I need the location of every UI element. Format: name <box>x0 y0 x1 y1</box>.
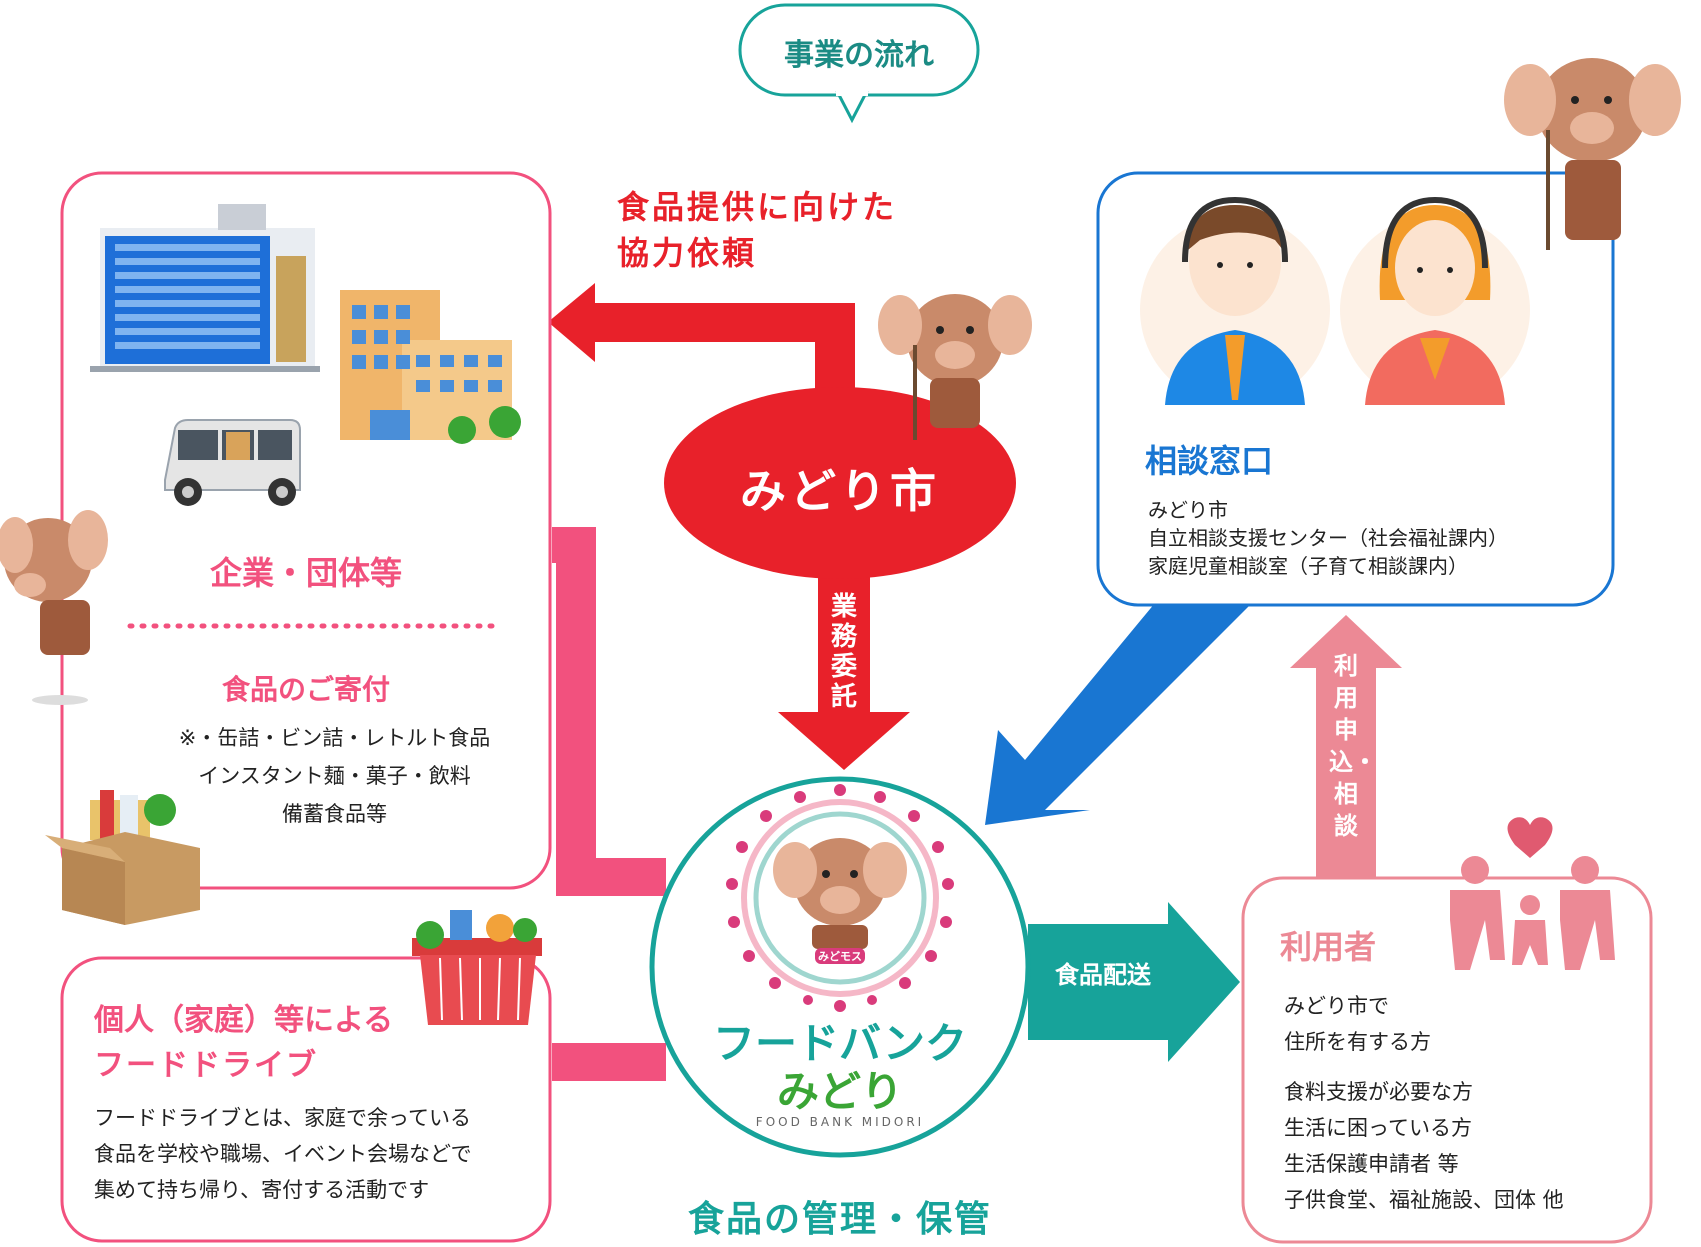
mascot-logo-icon <box>773 838 907 949</box>
foodbank-name-line1: フードバンク <box>712 1019 968 1068</box>
fooddrive-box <box>60 956 552 1243</box>
red-request-arrow <box>548 283 855 420</box>
consultation-line1: みどり市 <box>1148 498 1228 522</box>
management-label: 食品の管理・保管 <box>687 1199 992 1240</box>
teal-delivery-arrow-shaft <box>1028 924 1168 1040</box>
fooddrive-desc-line3: 集めて持ち帰り、寄付する活動です <box>94 1178 430 1202</box>
pink-connector-top <box>552 527 596 563</box>
users-box <box>1241 876 1653 1244</box>
users-line6: 子供食堂、福祉施設、団体 他 <box>1284 1188 1564 1212</box>
users-line3: 食料支援が必要な方 <box>1284 1080 1473 1104</box>
flow-title: 事業の流れ <box>784 38 934 73</box>
users-line5: 生活保護申請者 等 <box>1284 1152 1459 1176</box>
apartment-building-icon <box>340 290 521 444</box>
users-title: 利用者 <box>1280 928 1377 966</box>
donation-line3: 備蓄食品等 <box>282 802 387 826</box>
donation-line2: インスタント麺・菓子・飲料 <box>198 764 471 788</box>
donation-title: 食品のご寄付 <box>221 673 390 706</box>
cardboard-food-box-icon <box>45 790 200 925</box>
headset-operator-icon <box>1140 196 1530 405</box>
request-label-line2: 協力依頼 <box>617 234 758 272</box>
users-line4: 生活に困っている方 <box>1284 1116 1472 1140</box>
teal-delivery-arrow-head <box>1168 902 1240 1062</box>
fooddrive-title-line2: フードドライブ <box>94 1048 318 1083</box>
apply-label: 利用申込・相談 <box>1329 652 1377 840</box>
delivery-van-icon <box>164 419 301 506</box>
donation-line1: ※・缶詰・ビン詰・レトルト食品 <box>178 726 491 750</box>
fooddrive-desc-line1: フードドライブとは、家庭で余っている <box>94 1106 471 1130</box>
rose-apply-arrow-shaft <box>1316 668 1376 878</box>
pink-connector-vertical <box>556 527 596 895</box>
request-label-line1: 食品提供に向けた <box>617 188 898 226</box>
mammoth-mascot-icon <box>1504 58 1681 250</box>
flow-title-bubble <box>738 3 980 124</box>
consultation-title: 相談窓口 <box>1145 442 1274 480</box>
commission-label: 業務委託 <box>830 592 857 712</box>
consultation-line2: 自立相談支援センター（社会福祉課内） <box>1148 526 1508 550</box>
foodbank-delivery-label: 食品配送 <box>1055 961 1151 989</box>
fooddrive-title-line1: 個人（家庭）等による <box>94 1003 394 1038</box>
blue-delivery-arrow <box>985 603 1252 825</box>
pink-connector-fooddrive <box>552 1043 666 1081</box>
mammoth-mascot-icon <box>878 294 1032 440</box>
foodbank-logo-ring <box>726 784 954 1012</box>
logo-badge: みどモス <box>815 948 865 964</box>
consultation-line3: 家庭児童相談室（子育て相談課内） <box>1148 554 1468 578</box>
fooddrive-desc-line2: 食品を学校や職場、イベント会場などで <box>94 1142 472 1166</box>
city-name: みどり市 <box>740 464 940 518</box>
office-building-icon <box>90 204 320 372</box>
users-line1: みどり市で <box>1284 994 1389 1018</box>
foodbank-name-en: FOOD BANK MIDORI <box>755 1115 925 1129</box>
foodbank-name-line2: みどり <box>776 1067 903 1116</box>
family-heart-icon <box>1450 817 1615 970</box>
shopping-basket-icon <box>412 910 542 1025</box>
city-ellipse <box>664 387 1016 579</box>
mammoth-mascot-icon <box>0 510 108 705</box>
red-commission-arrow-head <box>778 712 910 770</box>
users-line2: 住所を有する方 <box>1284 1030 1431 1054</box>
pink-connector-bottom <box>556 858 666 896</box>
companies-title: 企業・団体等 <box>209 554 402 592</box>
rose-apply-arrow-head <box>1290 615 1402 668</box>
